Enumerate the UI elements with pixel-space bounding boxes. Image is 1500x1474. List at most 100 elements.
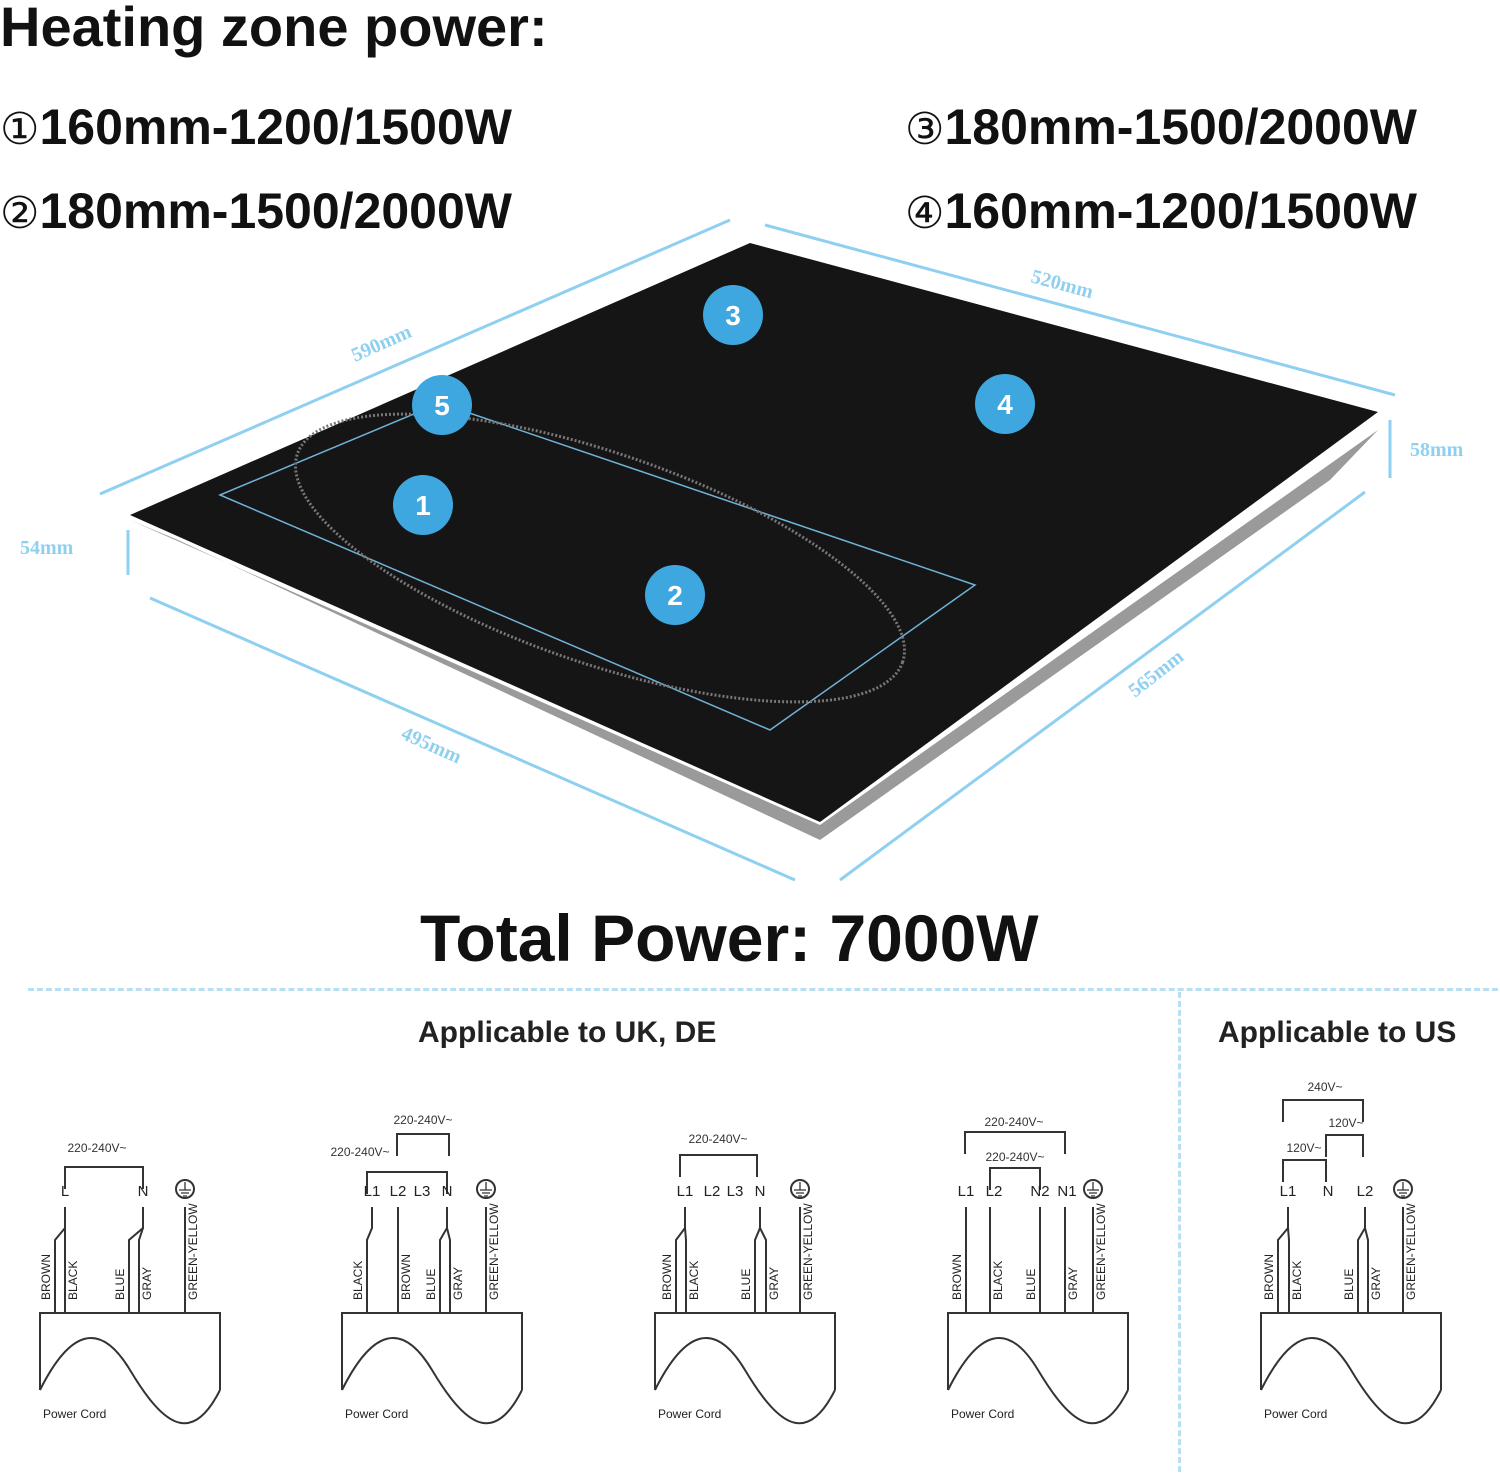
callout-circle [703, 285, 763, 345]
callout-circle [412, 375, 472, 435]
power-cord-label: Power Cord [43, 1407, 106, 1421]
terminal-label: L2 [704, 1183, 721, 1200]
terminal-label: L2 [986, 1183, 1003, 1200]
terminal-label: L1 [677, 1183, 694, 1200]
voltage-bracket [1325, 1134, 1364, 1157]
region-uk-de: Applicable to UK, DE [418, 1016, 717, 1049]
voltage-label: 220-240V~ [984, 1115, 1043, 1129]
power-cord-box [1260, 1312, 1442, 1390]
power-cord-box [654, 1312, 836, 1390]
terminal-label: N1 [1057, 1183, 1076, 1200]
dimension-lines [99, 218, 1396, 882]
wire-color-label: BROWN [1262, 1254, 1276, 1300]
wire-color-label: GRAY [767, 1267, 781, 1300]
ground-icon [1393, 1179, 1413, 1199]
ground-symbol [1087, 1182, 1099, 1197]
terminal-label: L2 [390, 1183, 407, 1200]
zone-number: ③ [905, 105, 945, 154]
callout-number: 2 [667, 580, 683, 611]
zone-1: ①160mm-1200/1500W [0, 98, 512, 156]
power-cord-box [947, 1312, 1129, 1390]
voltage-bracket [366, 1171, 448, 1194]
wire-color-label: BLUE [1342, 1269, 1356, 1300]
wire-color-label: BLUE [1024, 1269, 1038, 1300]
wire-color-label: GRAY [451, 1267, 465, 1300]
power-cord-label: Power Cord [951, 1407, 1014, 1421]
heading: Heating zone power: [0, 0, 548, 58]
zone-number: ④ [905, 189, 945, 238]
power-cord-box [341, 1312, 523, 1390]
dim-right-height: 58mm [1410, 439, 1464, 461]
callout-1: 1 [393, 475, 453, 535]
zone-text: 160mm-1200/1500W [944, 183, 1417, 239]
zone-text: 180mm-1500/2000W [944, 99, 1417, 155]
power-cord-wave [947, 1337, 1129, 1425]
wire-color-label: BLACK [687, 1261, 701, 1300]
ground-icon [175, 1179, 195, 1199]
voltage-label: 220-240V~ [985, 1150, 1044, 1164]
voltage-bracket [1282, 1099, 1364, 1122]
ground-symbol [179, 1182, 191, 1197]
power-cord-label: Power Cord [345, 1407, 408, 1421]
wire [446, 1207, 451, 1313]
wire [439, 1207, 448, 1313]
wire [1357, 1207, 1366, 1313]
voltage-label: 220-240V~ [67, 1141, 126, 1155]
zone-number: ② [0, 189, 40, 238]
wire-color-label: GREEN-YELLOW [801, 1203, 815, 1300]
voltage-label: 220-240V~ [330, 1145, 389, 1159]
wire-color-label: GREEN-YELLOW [1094, 1203, 1108, 1300]
wire [1277, 1207, 1289, 1313]
terminal-label: L3 [414, 1183, 431, 1200]
zone-number: ① [0, 105, 40, 154]
zone-3: ③180mm-1500/2000W [905, 98, 1417, 156]
terminal-label: N [1323, 1183, 1334, 1200]
callout-5: 5 [412, 375, 472, 435]
terminal-label: L [61, 1183, 69, 1200]
terminal-label: L1 [1280, 1183, 1297, 1200]
voltage-bracket [1282, 1159, 1327, 1182]
voltage-bracket [396, 1133, 450, 1156]
voltage-label: 220-240V~ [393, 1113, 452, 1127]
wire-color-label: BLACK [66, 1261, 80, 1300]
terminal-label: N [442, 1183, 453, 1200]
ground-symbol [1397, 1182, 1409, 1197]
callout-circle [645, 565, 705, 625]
voltage-bracket [964, 1131, 1066, 1154]
zone-5-outline [218, 402, 977, 731]
callout-4: 4 [975, 374, 1035, 434]
wire [759, 1207, 767, 1313]
callout-circle [393, 475, 453, 535]
wire-color-label: BROWN [39, 1254, 53, 1300]
wire-color-label: BLACK [351, 1261, 365, 1300]
wire-color-label: GRAY [1066, 1267, 1080, 1300]
wire [54, 1207, 66, 1313]
ground-icon [476, 1179, 496, 1199]
wire-color-label: BLUE [113, 1269, 127, 1300]
wire-color-label: BLACK [991, 1261, 1005, 1300]
terminal-label: N2 [1030, 1183, 1049, 1200]
terminal-label: L1 [364, 1183, 381, 1200]
terminal-label: N [755, 1183, 766, 1200]
wire-color-label: GRAY [140, 1267, 154, 1300]
zone-2: ②180mm-1500/2000W [0, 182, 512, 240]
terminal-label: L2 [1357, 1183, 1374, 1200]
voltage-label: 220-240V~ [688, 1132, 747, 1146]
region-us: Applicable to US [1218, 1016, 1457, 1049]
terminal-label: L1 [958, 1183, 975, 1200]
power-cord-label: Power Cord [658, 1407, 721, 1421]
voltage-label: 120V~ [1286, 1141, 1321, 1155]
zone-4: ④160mm-1200/1500W [905, 182, 1417, 240]
wire [1364, 1207, 1369, 1313]
terminal-label: N [138, 1183, 149, 1200]
wire-color-label: BROWN [950, 1254, 964, 1300]
wire-color-label: GREEN-YELLOW [487, 1203, 501, 1300]
callout-3: 3 [703, 285, 763, 345]
wire [1287, 1207, 1290, 1313]
